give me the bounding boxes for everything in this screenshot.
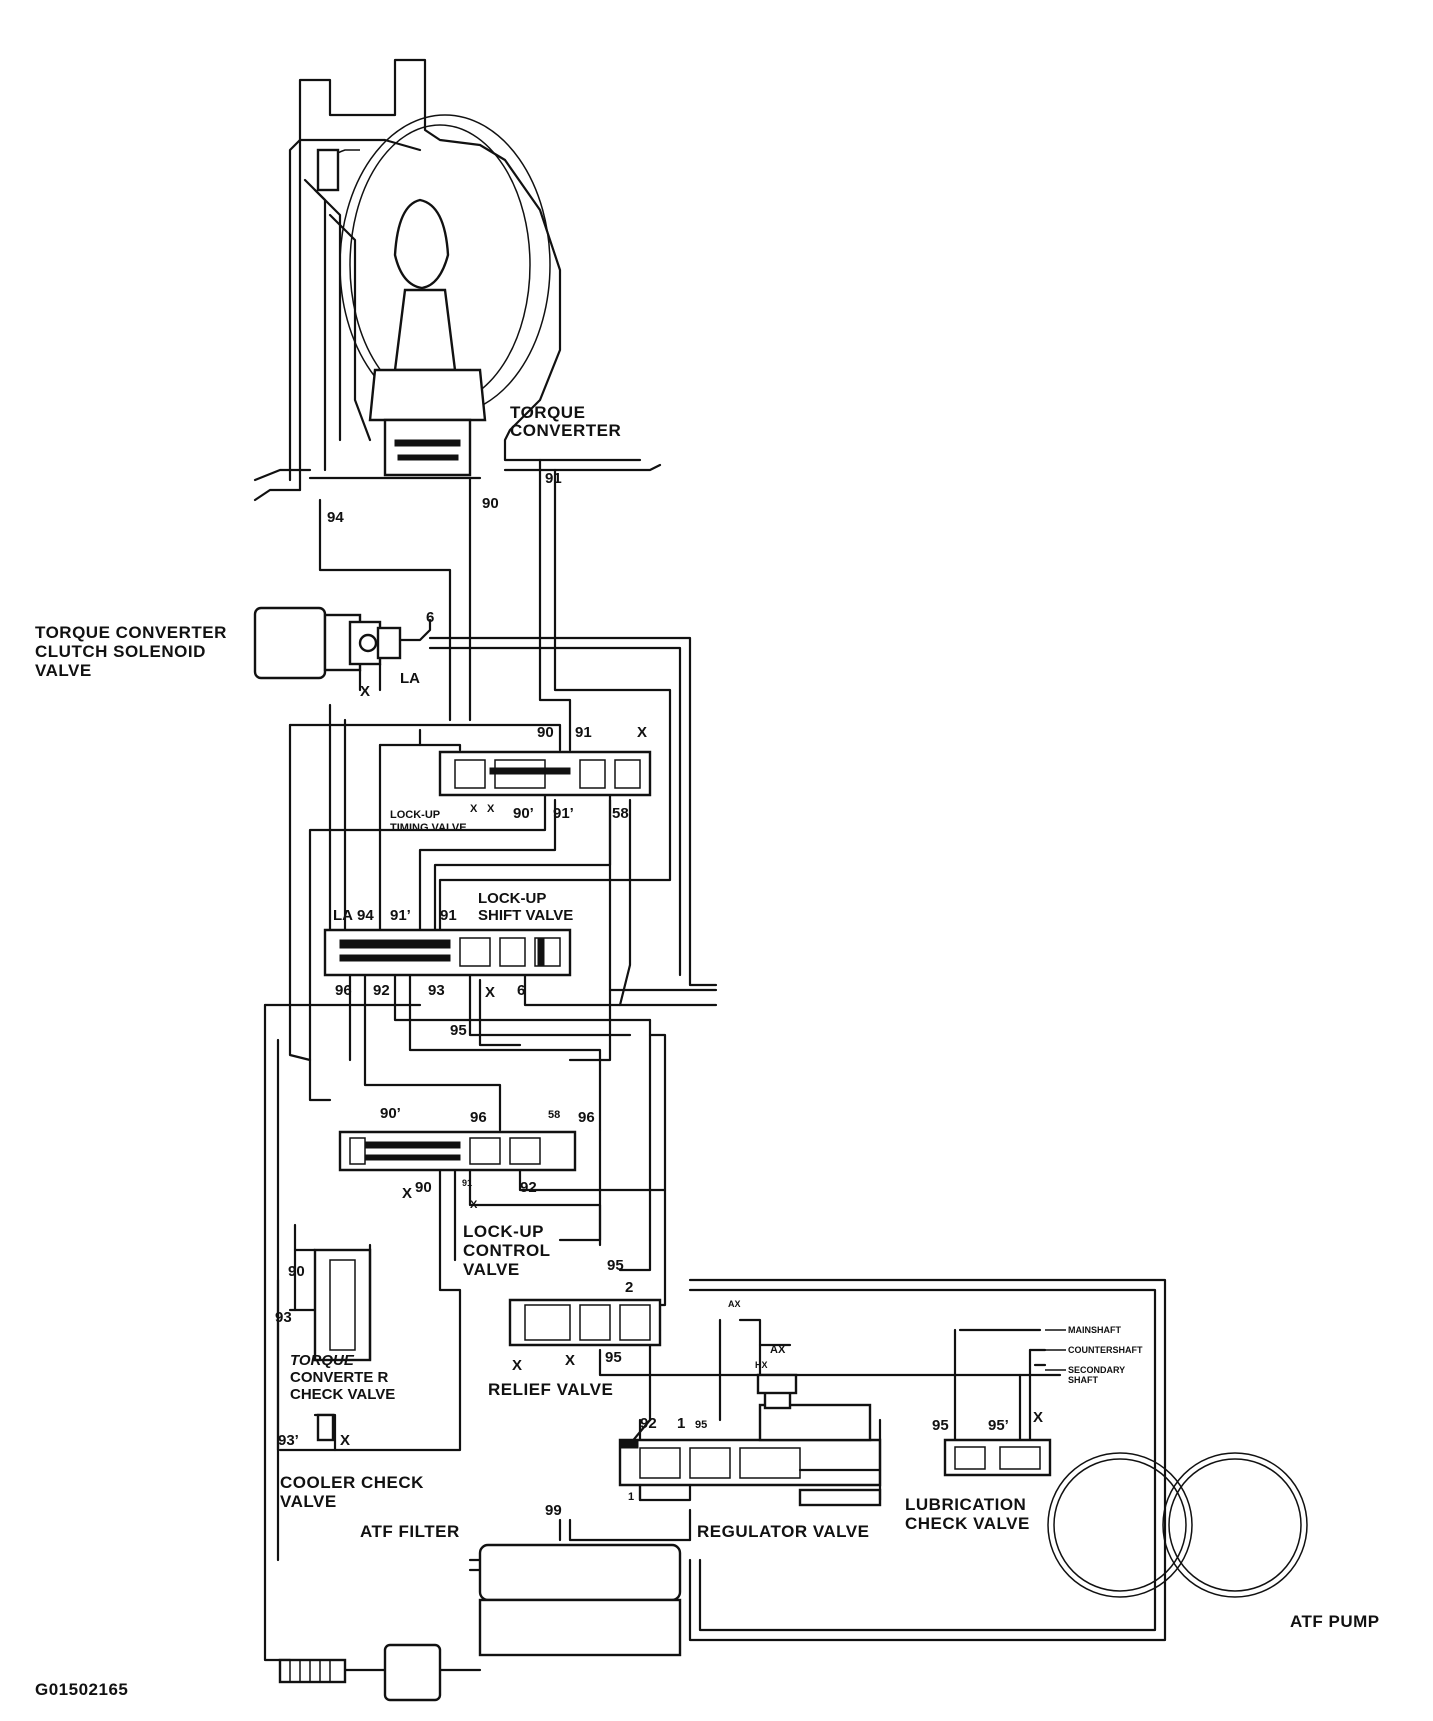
reg-port-ax: AX [728, 1299, 741, 1309]
label-tcc-solenoid-3: VALVE [35, 661, 92, 680]
relief-port-95b: 95 [605, 1349, 622, 1366]
shift-port-la: LA [333, 907, 353, 924]
label-cooler-check-1: COOLER CHECK [280, 1473, 424, 1492]
lubrication-check-valve [943, 1438, 1052, 1477]
port-58: 58 [612, 805, 629, 822]
check-port-93p: 93’ [278, 1432, 299, 1449]
control-port-96b: 96 [578, 1109, 595, 1126]
reg-port-95: 95 [695, 1419, 707, 1431]
label-lockup-shift-1: LOCK-UP [478, 890, 546, 907]
tc-check-valve [288, 1243, 372, 1452]
lube-port-95: 95 [932, 1417, 949, 1434]
port-x2: X [487, 803, 495, 815]
lockup-shift-valve [323, 928, 572, 977]
shift-port-91p: 91’ [390, 907, 411, 924]
label-mainshaft: MAINSHAFT [1068, 1325, 1121, 1335]
control-port-90: 90 [415, 1179, 432, 1196]
port-xb: X [637, 724, 647, 741]
lube-port-x: X [1033, 1409, 1043, 1426]
shift-port-93: 93 [428, 982, 445, 999]
relief-port-95: 95 [607, 1257, 624, 1274]
port-91b: 91 [575, 724, 592, 741]
check-port-x: X [340, 1432, 350, 1449]
label-lockup-timing-1: LOCK-UP [390, 809, 440, 821]
shift-port-91: 91 [440, 907, 457, 924]
label-cooler-check-2: VALVE [280, 1492, 337, 1511]
port-94: 94 [327, 509, 344, 526]
atf-pump [1047, 1452, 1308, 1598]
label-tcc-solenoid-1: TORQUE CONVERTER [35, 623, 227, 642]
tcc-solenoid-valve [253, 606, 432, 692]
control-port-x2: X [470, 1199, 478, 1211]
shift-port-95: 95 [450, 1022, 467, 1039]
shift-port-92: 92 [373, 982, 390, 999]
shift-port-6: 6 [517, 982, 525, 999]
label-atf-pump: ATF PUMP [1290, 1612, 1380, 1631]
check-port-93: 93 [275, 1309, 292, 1326]
label-torque-converter-2: CONVERTER [510, 421, 621, 440]
port-90p: 90’ [513, 805, 534, 822]
label-atf-filter: ATF FILTER [360, 1522, 460, 1541]
control-port-58: 58 [548, 1109, 560, 1121]
shift-port-94: 94 [357, 907, 374, 924]
label-secondary-shaft-1: SECONDARY [1068, 1365, 1125, 1375]
port-x: X [360, 683, 370, 700]
reg-port-hx: HX [755, 1360, 768, 1370]
reg-port-1b: 1 [628, 1491, 634, 1503]
label-lockup-control-3: VALVE [463, 1260, 520, 1279]
label-regulator-valve: REGULATOR VALVE [697, 1522, 869, 1541]
label-secondary-shaft-2: SHAFT [1068, 1375, 1098, 1385]
port-91p: 91’ [553, 805, 574, 822]
reg-port-ax2: AX [770, 1344, 786, 1356]
reg-port-1: 1 [677, 1415, 685, 1432]
relief-port-x2: X [565, 1352, 575, 1369]
label-lockup-timing-2: TIMING VALVE [390, 822, 467, 834]
port-la: LA [400, 670, 420, 687]
label-tc-check-3: CHECK VALVE [290, 1386, 395, 1403]
label-countershaft: COUNTERSHAFT [1068, 1345, 1143, 1355]
lube-port-95p: 95’ [988, 1417, 1009, 1434]
lockup-timing-valve [438, 750, 652, 797]
check-port-90: 90 [288, 1263, 305, 1280]
relief-valve [508, 1298, 662, 1347]
label-lubrication-check-1: LUBRICATION [905, 1495, 1026, 1514]
control-port-91: 91 [462, 1178, 472, 1188]
port-91: 91 [545, 470, 562, 487]
port-90b: 90 [537, 724, 554, 741]
control-port-92: 92 [520, 1179, 537, 1196]
relief-port-x1: X [512, 1357, 522, 1374]
relief-port-2: 2 [625, 1279, 633, 1296]
component-labels: TORQUE CONVERTER TORQUE CONVERTER CLUTCH… [35, 403, 1380, 1699]
port-x1: X [470, 803, 478, 815]
label-figure-id: G01502165 [35, 1680, 128, 1699]
shift-port-x: X [485, 984, 495, 1001]
control-port-x: X [402, 1185, 412, 1202]
shift-port-96: 96 [335, 982, 352, 999]
control-port-90p: 90’ [380, 1105, 401, 1122]
label-torque-converter-1: TORQUE [510, 403, 585, 422]
atf-filter [278, 1543, 682, 1702]
port-6: 6 [426, 609, 434, 626]
label-lockup-control-1: LOCK-UP [463, 1222, 544, 1241]
port-90: 90 [482, 495, 499, 512]
regulator-valve [618, 1373, 882, 1507]
label-tcc-solenoid-2: CLUTCH SOLENOID [35, 642, 206, 661]
control-port-96: 96 [470, 1109, 487, 1126]
label-lubrication-check-2: CHECK VALVE [905, 1514, 1030, 1533]
label-lockup-control-2: CONTROL [463, 1241, 551, 1260]
label-tc-check-2: CONVERTE R [290, 1369, 389, 1386]
label-tc-check-1: TORQUE [290, 1352, 355, 1369]
lockup-control-valve [338, 1130, 577, 1172]
label-relief-valve: RELIEF VALVE [488, 1380, 613, 1399]
label-lockup-shift-2: SHIFT VALVE [478, 907, 573, 924]
torque-converter [253, 58, 662, 502]
port-labels: 94 90 91 6 LA X 90 91 X X X 90’ 91’ 58 L… [275, 470, 1043, 1519]
reg-port-99: 99 [545, 1502, 562, 1519]
reg-port-92: 92 [640, 1415, 657, 1432]
